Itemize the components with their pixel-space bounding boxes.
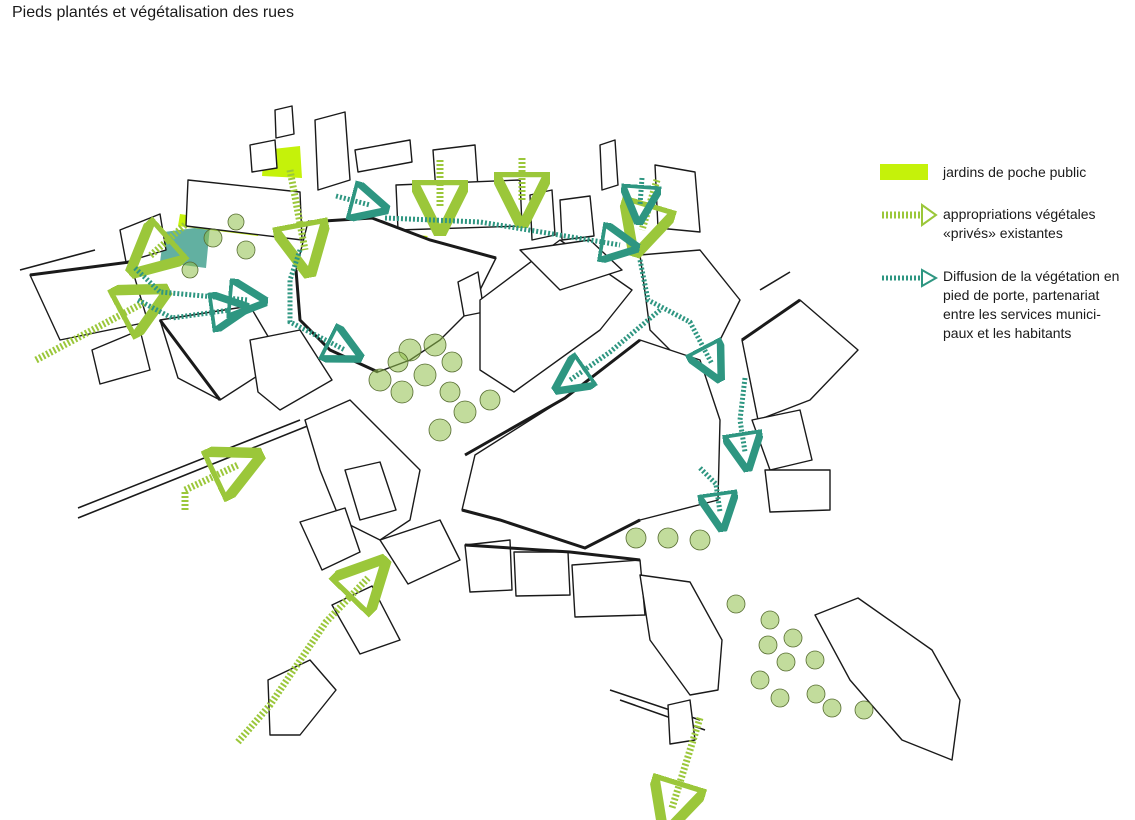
diffusion-arrow-icon [882, 268, 939, 288]
private-vegetation-arrow-icon [882, 203, 938, 227]
legend-label-diffusion: Diffusion de la végétation en pied de po… [943, 268, 1120, 341]
trees [181, 213, 874, 720]
diffusion-arrows [133, 177, 745, 512]
public-garden-swatch [880, 164, 928, 180]
public-garden-west [160, 226, 210, 268]
legend-label-public-gardens: jardins de poche public [943, 164, 1087, 180]
map-title: Pieds plantés et végétalisation des rues [12, 4, 294, 21]
legend-label-private-vegetation: appropriations végétales «privés» exista… [943, 206, 1096, 241]
